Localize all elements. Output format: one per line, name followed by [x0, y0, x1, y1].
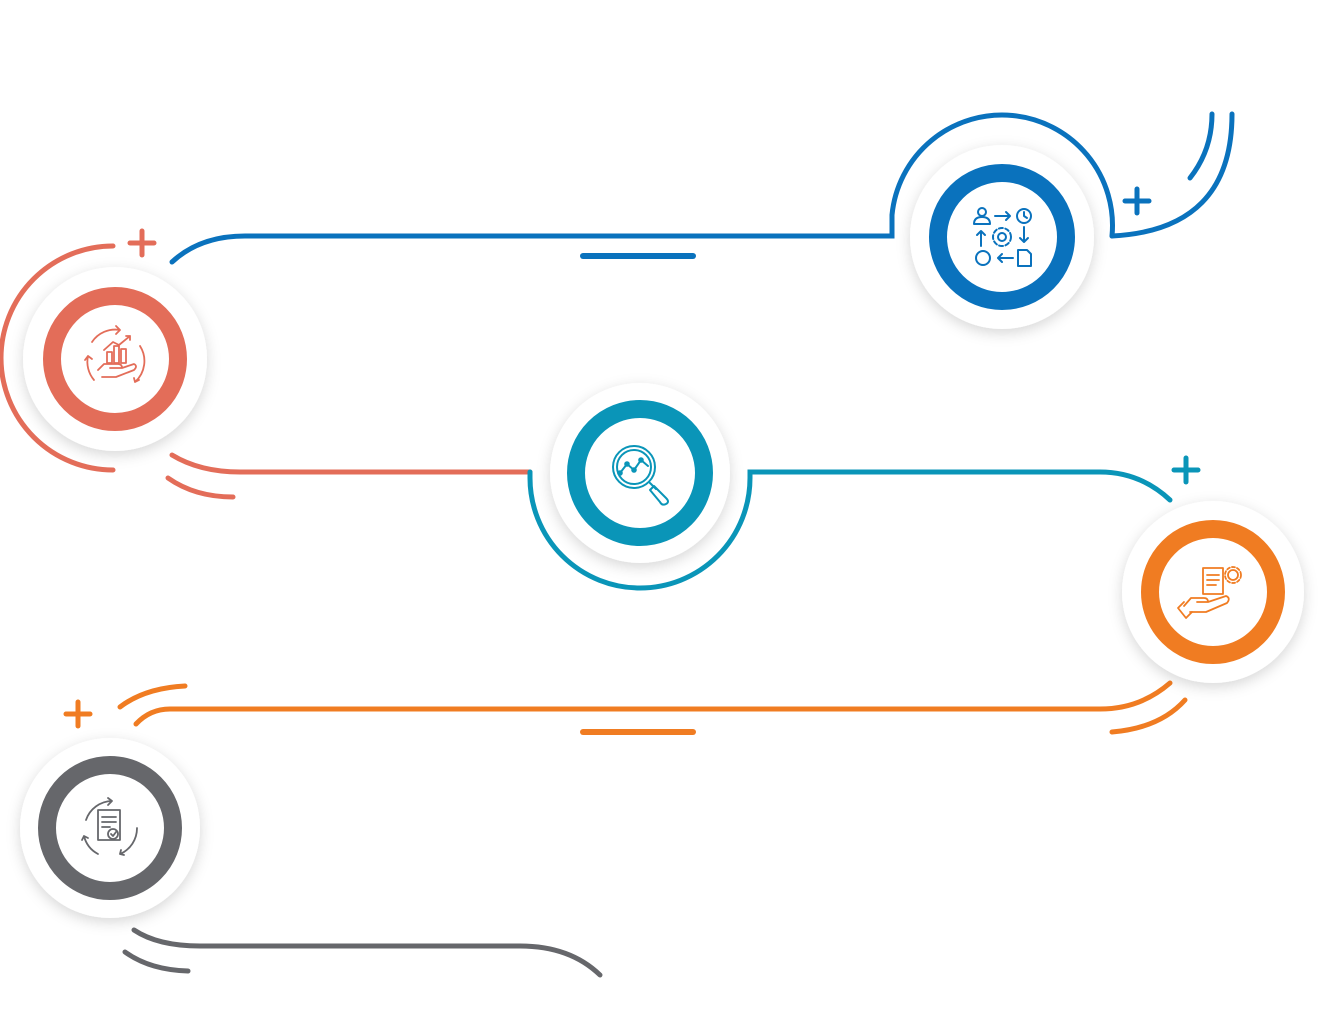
growth-hand-chart-icon: [84, 325, 146, 383]
stage-blue-connector: [169, 111, 1235, 265]
stage-grey-connector: [122, 927, 603, 978]
stage-grey-badge: [20, 738, 200, 918]
stage-teal-connector: [527, 455, 1201, 591]
workflow-process-icon: [973, 207, 1032, 267]
stage-coral-connector: [0, 228, 533, 500]
stage-orange-connector: [63, 680, 1188, 735]
stage-blue-badge: [910, 145, 1094, 329]
document-review-cycle-icon: [81, 797, 138, 856]
stage-teal-badge: [550, 383, 730, 563]
data-analysis-magnifier-icon: [612, 445, 669, 506]
stage-orange-badge: [1122, 501, 1304, 683]
stage-coral-badge: [23, 267, 207, 451]
document-service-hand-icon: [1177, 566, 1242, 619]
